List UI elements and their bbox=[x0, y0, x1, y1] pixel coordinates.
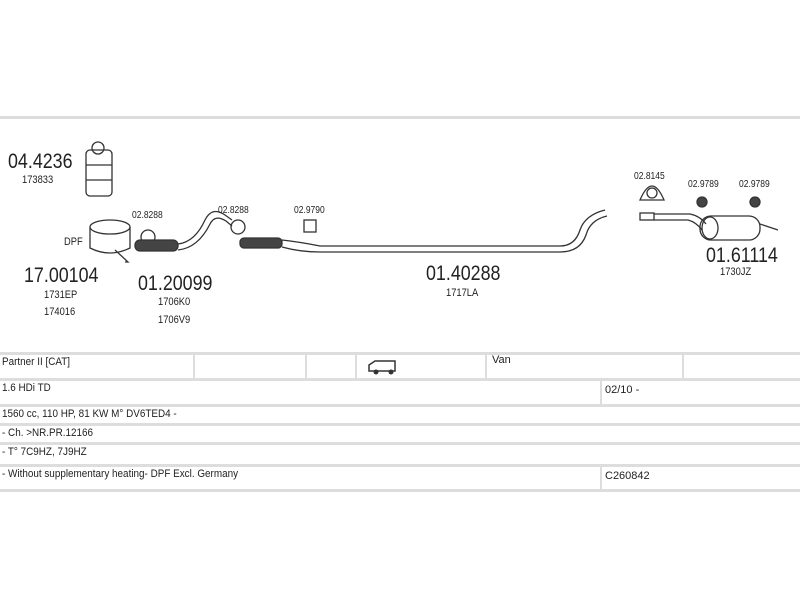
catalyst-ref: 173833 bbox=[22, 174, 54, 186]
catalyst-number: 04.4236 bbox=[8, 150, 73, 173]
mount-number: 02.9789 bbox=[688, 179, 719, 190]
clamp-number: 02.8145 bbox=[634, 171, 665, 182]
rear-silencer-ref: 1730JZ bbox=[720, 266, 752, 278]
clamp-number: 02.8288 bbox=[218, 205, 249, 216]
engine: 1.6 HDi TD bbox=[2, 382, 51, 394]
mount-icon bbox=[749, 196, 761, 208]
engine-spec: 1560 cc, 110 HP, 81 KW M° DV6TED4 - bbox=[2, 408, 177, 420]
middle-pipe-part bbox=[239, 209, 608, 253]
chassis: - Ch. >NR.PR.12166 bbox=[2, 427, 94, 439]
clamp-icon bbox=[639, 185, 665, 201]
table-row: 1560 cc, 110 HP, 81 KW M° DV6TED4 - bbox=[0, 407, 800, 426]
mount-icon bbox=[303, 219, 317, 233]
date-range: 02/10 - bbox=[605, 384, 640, 396]
dpf-label: DPF bbox=[64, 236, 83, 248]
table-row: - T° 7C9HZ, 7J9HZ bbox=[0, 445, 800, 467]
rear-silencer-part bbox=[639, 212, 779, 241]
middle-pipe-number: 01.40288 bbox=[426, 262, 501, 285]
front-pipe-number: 01.20099 bbox=[138, 272, 213, 295]
front-pipe-ref: 1706V9 bbox=[158, 314, 191, 326]
clamp-icon bbox=[230, 219, 246, 235]
divider bbox=[0, 116, 800, 119]
catalyst-part bbox=[85, 141, 113, 197]
front-pipe-part bbox=[134, 210, 233, 252]
type-codes: - T° 7C9HZ, 7J9HZ bbox=[2, 446, 87, 458]
dpf-part bbox=[89, 219, 131, 263]
dpf-ref: 1731EP bbox=[44, 289, 78, 301]
table-row: - Without supplementary heating- DPF Exc… bbox=[0, 467, 800, 492]
table-row: - Ch. >NR.PR.12166 bbox=[0, 426, 800, 445]
model: Partner II [CAT] bbox=[2, 356, 71, 368]
van-icon-cell bbox=[355, 355, 485, 378]
code: C260842 bbox=[605, 470, 650, 482]
middle-pipe-ref: 1717LA bbox=[446, 287, 479, 299]
clamp-number: 02.8288 bbox=[132, 210, 163, 221]
front-pipe-ref: 1706K0 bbox=[158, 296, 191, 308]
dpf-ref: 174016 bbox=[44, 306, 76, 318]
vehicle-info-table: Partner II [CAT] Van 1.6 HDi TD 02/10 - … bbox=[0, 352, 800, 492]
mount-number: 02.9789 bbox=[739, 179, 770, 190]
table-row: 1.6 HDi TD 02/10 - bbox=[0, 381, 800, 407]
dpf-number: 17.00104 bbox=[24, 264, 99, 287]
mount-number: 02.9790 bbox=[294, 205, 325, 216]
table-row: Partner II [CAT] Van bbox=[0, 352, 800, 381]
mount-icon bbox=[696, 196, 708, 208]
note: - Without supplementary heating- DPF Exc… bbox=[2, 468, 239, 480]
van-icon bbox=[368, 360, 396, 375]
body-type: Van bbox=[492, 354, 511, 366]
exhaust-system-drawing bbox=[85, 141, 779, 263]
rear-silencer-number: 01.61114 bbox=[706, 244, 778, 267]
